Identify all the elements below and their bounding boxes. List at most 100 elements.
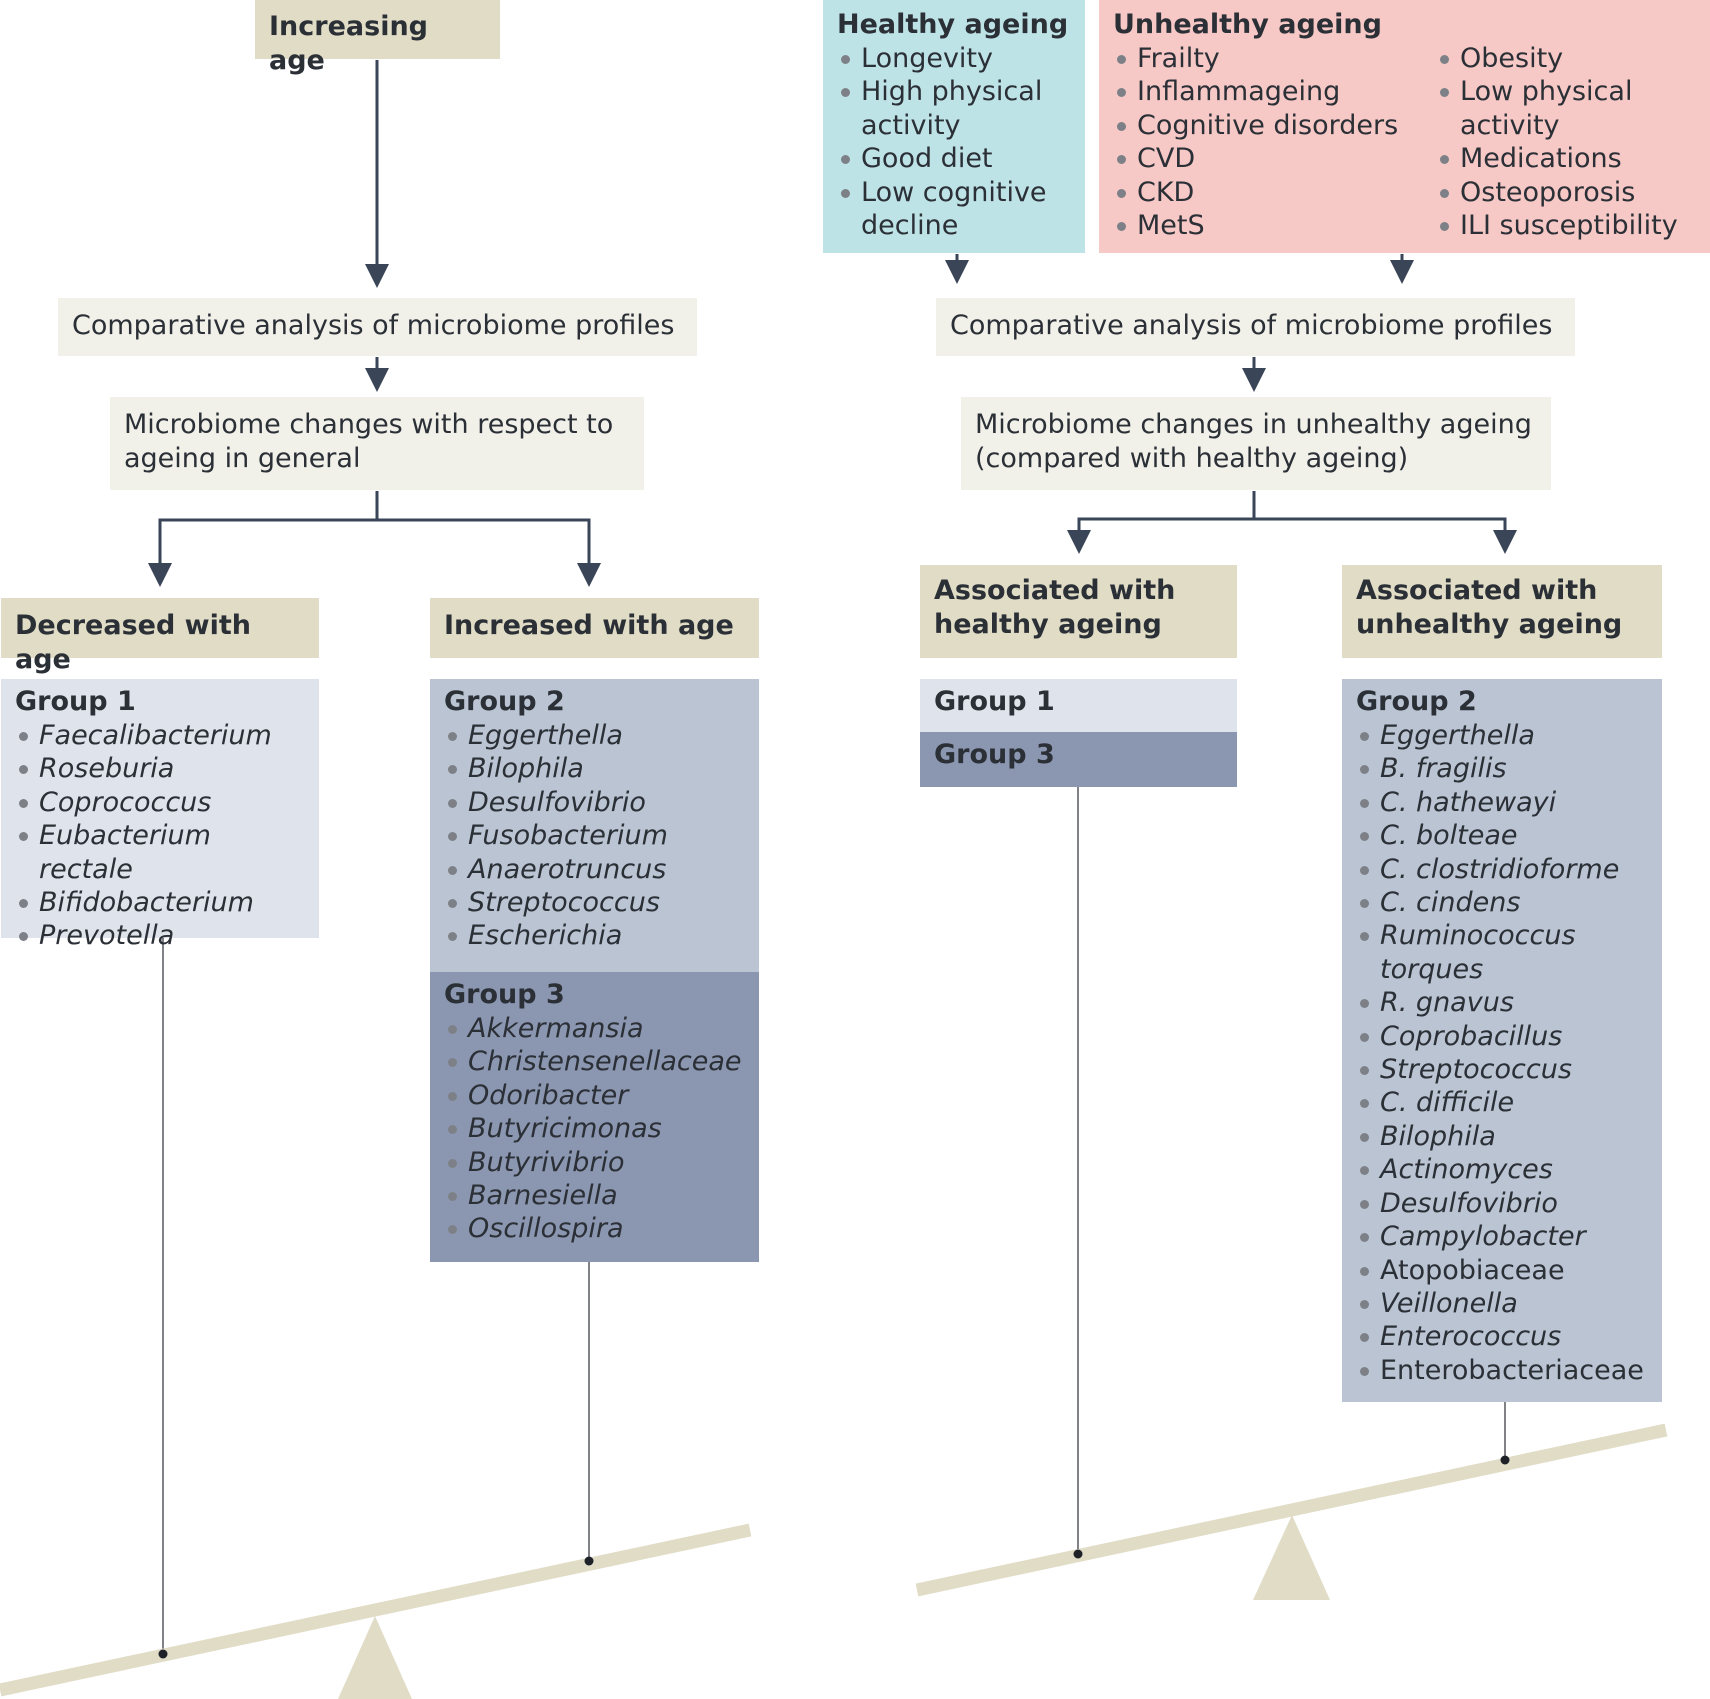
fulcrum-left [338,1616,412,1699]
weight-dot-right-group2 [1500,1455,1510,1465]
list-item: Desulfovibrio [444,786,745,819]
seesaw-beam-left [0,1523,752,1697]
list-item: High physical activity [837,75,1071,142]
list-item: Low cognitive decline [837,176,1071,243]
list-item: R. gnavus [1356,986,1648,1019]
list-item: Prevotella [15,919,305,952]
decreased-with-age-box: Decreased with age [1,598,319,675]
weight-dot-group1 [158,1649,168,1659]
healthy-ageing-title: Healthy ageing [837,9,1069,40]
list-item: Enterobacteriaceae [1356,1354,1648,1387]
branch-left [148,491,379,587]
list-item: Eggerthella [444,719,745,752]
right-group3-title: Group 3 [934,739,1055,770]
list-item: Escherichia [444,919,745,952]
list-item: Butyricimonas [444,1112,745,1145]
left-group3-title: Group 3 [444,979,565,1010]
increased-with-age-label: Increased with age [444,610,734,641]
list-item: C. cindens [1356,886,1648,919]
increased-with-age-box: Increased with age [430,598,759,658]
right-group2-title: Group 2 [1356,686,1477,717]
list-item: C. clostridioforme [1356,853,1648,886]
list-item: Butyrivibrio [444,1146,745,1179]
list-item: Bilophila [444,752,745,785]
list-item: Longevity [837,42,1071,75]
list-item: Low physical activity [1436,75,1686,142]
list-item: Christensenellaceae [444,1045,745,1078]
list-item: Coprobacillus [1356,1020,1648,1053]
right-comparative-label: Comparative analysis of microbiome profi… [950,310,1553,341]
list-item: Akkermansia [444,1012,745,1045]
list-item: Streptococcus [444,886,745,919]
list-item: Coprococcus [15,786,305,819]
list-item: Streptococcus [1356,1053,1648,1086]
list-item: Eubacterium rectale [15,819,305,886]
list-item: CKD [1113,176,1418,209]
right-group1-box: Group 1 [920,679,1237,732]
fulcrum-right [1253,1515,1330,1600]
list-item: Frailty [1113,42,1418,75]
list-item: Anaerotruncus [444,853,745,886]
right-changes-box: Microbiome changes in unhealthy ageing (… [961,397,1551,490]
branch-right [377,518,601,587]
list-item: Odoribacter [444,1079,745,1112]
branch-unhealthy [1254,517,1517,554]
increasing-age-label: Increasing age [269,11,428,76]
list-item: MetS [1113,209,1418,242]
assoc-healthy-label: Associated with healthy ageing [934,575,1176,640]
weight-dot-right-group3 [1073,1549,1083,1559]
left-group2-title: Group 2 [444,686,565,717]
list-item: Obesity [1436,42,1686,75]
list-item: Medications [1436,142,1686,175]
list-item: Bilophila [1356,1120,1648,1153]
assoc-unhealthy-label: Associated with unhealthy ageing [1356,575,1623,640]
list-item: B. fragilis [1356,752,1648,785]
list-item: Desulfovibrio [1356,1187,1648,1220]
list-item: Bifidobacterium [15,886,305,919]
list-item: CVD [1113,142,1418,175]
list-item: Fusobacterium [444,819,745,852]
list-item: Atopobiaceae [1356,1254,1648,1287]
right-changes-label: Microbiome changes in unhealthy ageing (… [975,409,1532,474]
right-group3-box: Group 3 [920,732,1237,787]
weight-dot-group3 [584,1556,594,1566]
list-item: Inflammageing [1113,75,1418,108]
list-item: ILI susceptibility [1436,209,1686,242]
list-item: Good diet [837,142,1071,175]
decreased-with-age-label: Decreased with age [15,610,252,675]
increasing-age-box: Increasing age [255,0,500,76]
list-item: Eggerthella [1356,719,1648,752]
assoc-healthy-box: Associated with healthy ageing [920,565,1237,658]
list-item: Ruminococcus torques [1356,919,1648,986]
list-item: Barnesiella [444,1179,745,1212]
branch-healthy [1067,491,1256,554]
list-item: Veillonella [1356,1287,1648,1320]
right-group1-title: Group 1 [934,686,1055,717]
left-changes-box: Microbiome changes with respect to agein… [110,397,644,490]
left-group1-title: Group 1 [15,686,136,717]
left-comparative-box: Comparative analysis of microbiome profi… [58,298,697,356]
list-item: C. hathewayi [1356,786,1648,819]
left-comparative-label: Comparative analysis of microbiome profi… [72,310,675,341]
list-item: Faecalibacterium [15,719,305,752]
list-item: Actinomyces [1356,1153,1648,1186]
list-item: Enterococcus [1356,1320,1648,1353]
assoc-unhealthy-box: Associated with unhealthy ageing [1342,565,1662,658]
left-changes-label: Microbiome changes with respect to agein… [124,409,614,474]
right-comparative-box: Comparative analysis of microbiome profi… [936,298,1575,356]
list-item: Roseburia [15,752,305,785]
list-item: Oscillospira [444,1212,745,1245]
unhealthy-ageing-title: Unhealthy ageing [1113,9,1382,40]
